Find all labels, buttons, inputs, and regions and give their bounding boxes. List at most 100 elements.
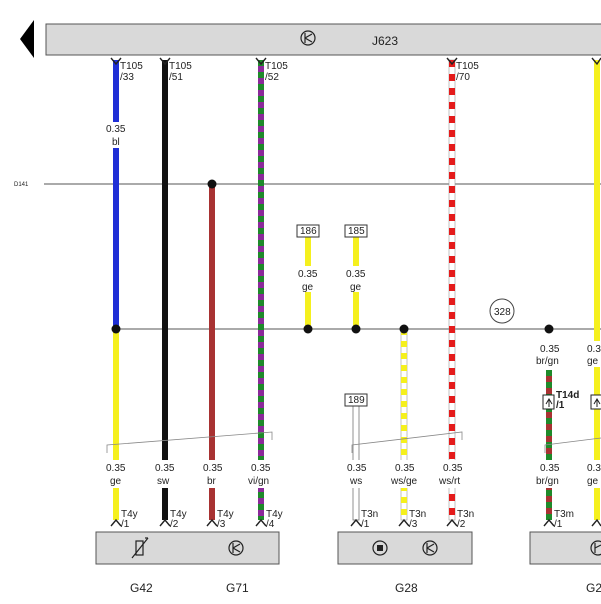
junction-dot — [399, 324, 409, 334]
bottom-pin-label: /3 — [217, 519, 226, 530]
wire-color-label: br/gn — [536, 476, 559, 487]
wire-color-label: sw — [157, 476, 170, 487]
sensor-element-icon — [372, 540, 388, 556]
wire-10[interactable] — [546, 370, 552, 520]
harness-bracket — [351, 431, 463, 453]
inline-pin-label: /1 — [556, 400, 565, 411]
bottom-pin-label: /2 — [170, 519, 179, 530]
wire-color-label: br/gn — [536, 356, 559, 367]
wire-color-label: ge — [587, 356, 599, 367]
top-pin-label: /51 — [169, 72, 183, 83]
wire-color-label: ge — [302, 282, 314, 293]
back-arrow-icon[interactable] — [20, 20, 34, 58]
component-box-g28[interactable] — [337, 531, 473, 565]
wire-gauge-label: 0.35 — [587, 463, 601, 474]
component-box-g2[interactable] — [529, 531, 601, 565]
junction-dot — [544, 324, 554, 334]
bottom-conn-label: T4y — [266, 509, 283, 520]
transistor-icon — [228, 540, 244, 556]
ref-box-label: 185 — [348, 226, 365, 237]
junction-dot — [303, 324, 313, 334]
bottom-conn-label: T4y — [170, 509, 187, 520]
bottom-conn-label: T3n — [457, 509, 474, 520]
top-pin-label: /70 — [456, 72, 470, 83]
wire-3[interactable] — [209, 184, 215, 520]
wire-2[interactable] — [162, 60, 168, 520]
wire-gauge-label: 0.35 — [203, 463, 223, 474]
top-conn-label: T105 — [456, 61, 479, 72]
wire-11[interactable] — [594, 60, 600, 520]
component-label: G2 — [586, 581, 601, 595]
bottom-conn-label: T3n — [409, 509, 426, 520]
wire-gauge-label: 0.35 — [540, 463, 560, 474]
junction-dot — [111, 324, 121, 334]
component-label: G42 — [130, 581, 153, 595]
inline-conn-label: T14d — [556, 390, 579, 401]
bottom-pin-label: /2 — [457, 519, 466, 530]
wire-9[interactable] — [448, 59, 456, 521]
temperature-sensor-icon — [131, 537, 149, 559]
wire-gauge-label: 0.3 — [587, 344, 601, 355]
wire-gauge-label: 0.35 — [346, 269, 366, 280]
top-conn-label: T105 — [120, 61, 143, 72]
wire-gauge-label: 0.35 — [106, 124, 126, 135]
top-conn-label: T105 — [265, 61, 288, 72]
transistor-icon — [422, 540, 438, 556]
wire-gauge-label: 0.35 — [155, 463, 175, 474]
wire-gauge-label: 0.35 — [347, 463, 367, 474]
top-pin-label: /33 — [120, 72, 134, 83]
wire-color-label: vi/gn — [248, 476, 269, 487]
harness-bracket — [106, 431, 273, 453]
component-box-g42-g71[interactable] — [95, 531, 280, 565]
wire-color-label: ws/ge — [390, 476, 418, 487]
wire-color-label: ws — [349, 476, 362, 487]
component-label: G71 — [226, 581, 249, 595]
control-unit-title: J623 — [372, 34, 398, 48]
control-unit-bar — [45, 23, 601, 56]
bottom-pin-label: /1 — [554, 519, 563, 530]
wire-color-label: ge — [587, 476, 599, 487]
wire-gauge-label: 0.35 — [106, 463, 126, 474]
harness-bracket — [544, 437, 601, 453]
inline-connector-icon — [542, 394, 601, 410]
bottom-conn-label: T3n — [361, 509, 378, 520]
wire-gauge-label: 0.35 — [540, 344, 560, 355]
pin-arrow-icon — [110, 518, 601, 527]
bottom-pin-label: /1 — [121, 519, 130, 530]
wire-4[interactable] — [258, 60, 264, 520]
wire-gauge-label: 0.35 — [251, 463, 271, 474]
ref-box[interactable] — [296, 224, 320, 238]
bottom-pin-label: /1 — [361, 519, 370, 530]
wire-gauge-label: 0.35 — [298, 269, 318, 280]
ref-box[interactable] — [344, 224, 368, 238]
component-label: G28 — [395, 581, 418, 595]
wire-color-label: br — [207, 476, 217, 487]
wire-color-label: ge — [350, 282, 362, 293]
junction-dot — [351, 324, 361, 334]
bottom-pin-label: /4 — [266, 519, 275, 530]
reference-circle-label: 328 — [494, 307, 511, 318]
top-conn-label: T105 — [169, 61, 192, 72]
wire-color-label: ws/rt — [438, 476, 460, 487]
junction-dot — [207, 179, 217, 189]
wire-1[interactable] — [113, 60, 119, 520]
bottom-pin-label: /3 — [409, 519, 418, 530]
ref-box-label: 186 — [300, 226, 317, 237]
ground-line-label: D141 — [14, 182, 29, 188]
wire-gauge-label: 0.35 — [443, 463, 463, 474]
bottom-conn-label: T4y — [217, 509, 234, 520]
wire-8[interactable] — [400, 328, 408, 521]
transistor-icon — [590, 540, 601, 556]
reference-circle[interactable] — [489, 298, 515, 324]
ref-box[interactable] — [344, 393, 368, 407]
bottom-conn-label: T4y — [121, 509, 138, 520]
wire-gauge-label: 0.35 — [395, 463, 415, 474]
bottom-conn-label: T3m — [554, 509, 574, 520]
transistor-icon — [300, 30, 316, 46]
ref-box-label: 189 — [348, 395, 365, 406]
wire-color-label: ge — [110, 476, 122, 487]
pin-arrow-icon — [110, 57, 601, 66]
wire-color-label: bl — [112, 137, 120, 148]
top-pin-label: /52 — [265, 72, 279, 83]
